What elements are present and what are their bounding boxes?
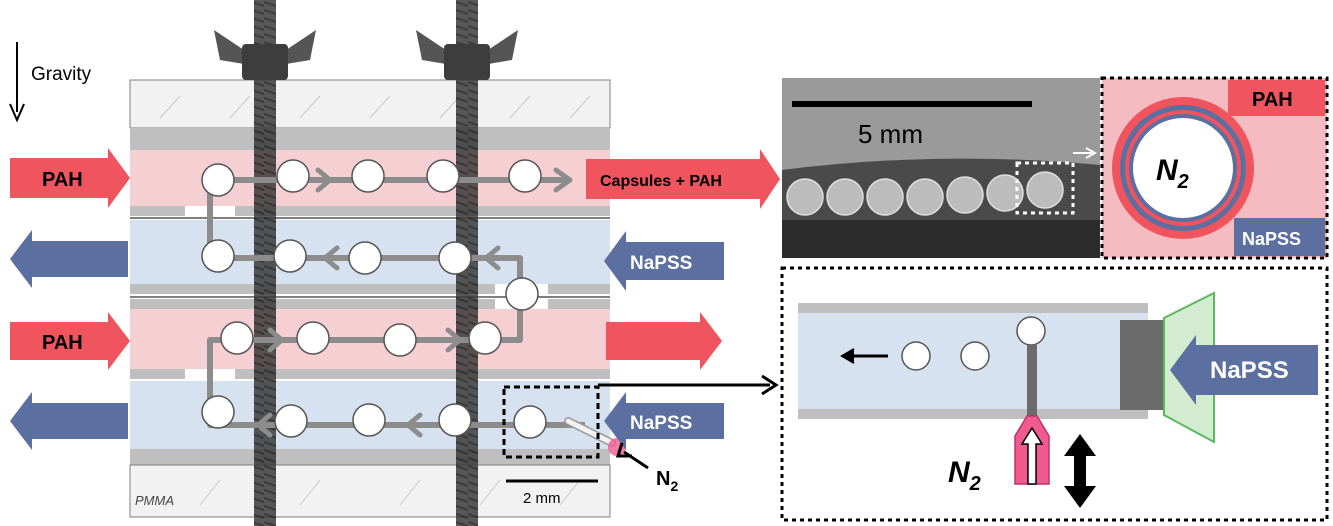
wing-nut-right-icon (416, 30, 518, 80)
scale-photo-label: 5 mm (858, 119, 923, 149)
pah-inlet-label-2: PAH (42, 332, 83, 354)
detail-needle (1027, 345, 1037, 417)
pmma-label: PMMA (135, 493, 174, 508)
zoom-region-box (502, 385, 600, 459)
n2-left-label: N2 (656, 468, 678, 494)
spacer-layer (130, 128, 610, 150)
pah-outlet-arrow (606, 312, 722, 370)
detail-napss-label: NaPSS (1210, 357, 1289, 384)
up-down-arrow-icon (1064, 434, 1096, 508)
detail-n2-label: N2 (948, 456, 981, 495)
n2-core (1133, 118, 1233, 218)
detail-panel: NaPSS N2 (780, 266, 1329, 522)
pah-inlet-label-1: PAH (42, 169, 83, 191)
threaded-rod-left (254, 0, 276, 526)
capsules-outlet-arrow: Capsules + PAH (586, 149, 780, 209)
capsule-pah-box (1228, 80, 1325, 116)
pah-inlet-arrow-2: PAH (10, 312, 130, 370)
capsules-outlet-label: Capsules + PAH (600, 173, 722, 190)
gravity-indicator: Gravity (9, 42, 92, 123)
flow-direction-chevrons (255, 167, 573, 438)
capsule-photo: 5 mm (782, 78, 1100, 258)
napss-inlet-arrow-2: NaPSS (604, 392, 724, 450)
napss-inlet-label-1: NaPSS (630, 253, 692, 274)
pah-inlet-arrow-1: PAH (10, 148, 130, 208)
device-assembly: PMMA (129, 0, 626, 526)
bottom-pmma-plate (129, 464, 611, 518)
detail-block (1120, 320, 1164, 410)
capsule-napss-box (1234, 218, 1325, 256)
n2-pointer: N2 (615, 442, 678, 494)
napss-outlet-arrow-1 (10, 230, 128, 288)
napss-outlet-arrow-2 (10, 392, 128, 450)
napss-inlet-arrow-1: NaPSS (604, 231, 724, 291)
capsule-core-label: N2 (1156, 154, 1189, 193)
detail-nozzle-icon (1014, 415, 1050, 485)
bubble-group (201, 159, 547, 439)
scale-left-label: 2 mm (523, 490, 561, 507)
gravity-label: Gravity (31, 64, 92, 85)
capsule-cross-section: PAH NaPSS N2 (1100, 76, 1329, 260)
capsule-napss-label: NaPSS (1242, 229, 1301, 249)
capsule-pah-label: PAH (1252, 89, 1293, 111)
wing-nut-left-icon (214, 30, 316, 80)
photo-zoom-box (1015, 161, 1075, 215)
detail-napss-arrow (1170, 335, 1318, 405)
top-pmma-plate (129, 79, 611, 129)
napss-inlet-label-2: NaPSS (630, 413, 692, 434)
